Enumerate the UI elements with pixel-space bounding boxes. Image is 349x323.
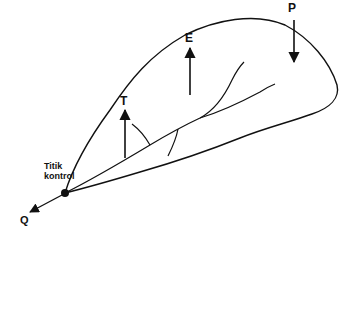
precipitation-label: P bbox=[288, 2, 296, 15]
transpiration-arrow bbox=[124, 110, 126, 158]
tributary bbox=[200, 84, 275, 118]
discharge-label: Q bbox=[20, 214, 29, 226]
catchment-outline bbox=[65, 18, 338, 193]
evaporation-label: E bbox=[185, 32, 193, 45]
control-point-dot bbox=[61, 189, 69, 197]
main-stream bbox=[65, 62, 244, 193]
control-point-label: Titik kontrol bbox=[44, 162, 86, 182]
precipitation-arrow bbox=[293, 20, 295, 62]
tributary bbox=[168, 129, 178, 156]
transpiration-label: T bbox=[120, 95, 127, 108]
evaporation-arrow bbox=[189, 48, 191, 95]
discharge-arrow bbox=[30, 195, 62, 212]
tributary bbox=[132, 124, 150, 145]
